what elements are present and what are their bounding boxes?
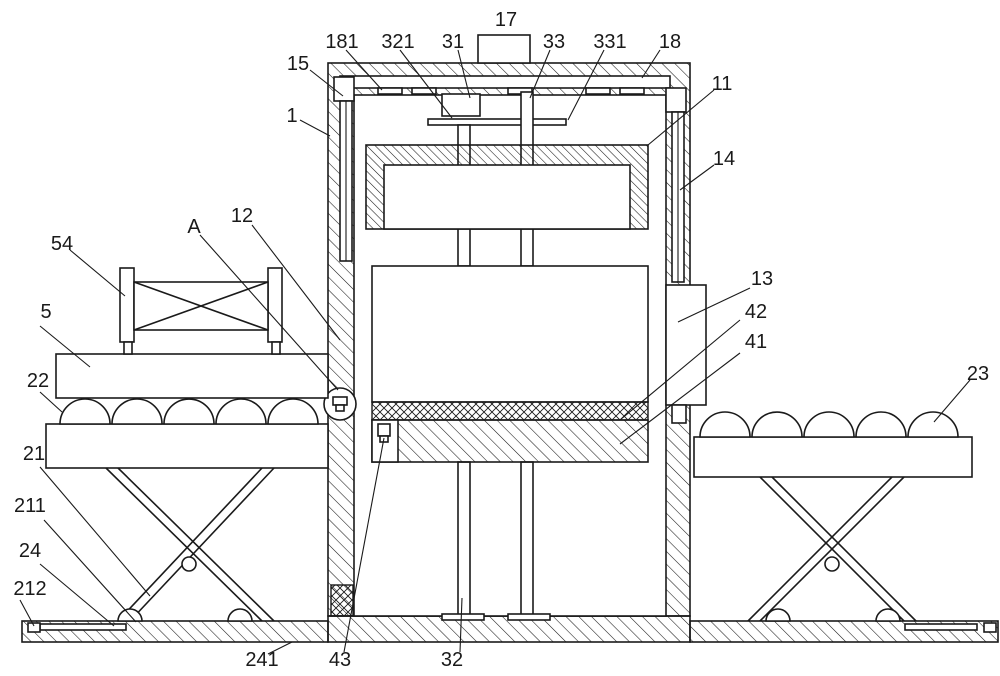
base-plate: [21, 615, 999, 643]
top-motor: [477, 34, 531, 64]
left-guide-rail: [333, 76, 355, 262]
label-14: 14: [713, 148, 735, 170]
left-rollers: [59, 398, 319, 425]
label-32: 32: [441, 649, 463, 671]
leader-lines: [19, 49, 971, 655]
press-assembly: [371, 265, 649, 463]
label-21: 21: [23, 443, 45, 465]
label-5: 5: [40, 301, 51, 323]
label-23: 23: [967, 363, 989, 385]
label-1: 1: [286, 105, 297, 127]
label-321: 321: [381, 31, 414, 53]
label-22: 22: [27, 370, 49, 392]
label-241: 241: [245, 649, 278, 671]
label-15: 15: [287, 53, 309, 75]
label-31: 31: [442, 31, 464, 53]
label-181: 181: [325, 31, 358, 53]
label-18: 18: [659, 31, 681, 53]
label-11: 11: [712, 73, 733, 95]
side-cylinder: [665, 284, 707, 424]
upper-mold: [365, 144, 649, 230]
top-slots: [377, 87, 645, 95]
left-platform: [55, 267, 329, 399]
label-212: 212: [13, 578, 46, 600]
detail-a: [323, 387, 357, 421]
label-211: 211: [14, 495, 46, 517]
label-42: 42: [745, 301, 767, 323]
label-331: 331: [593, 31, 626, 53]
labels: 17 181 321 31 33 331 18 15 11 1 14 12 A …: [13, 9, 989, 671]
label-A: A: [187, 216, 201, 238]
label-13: 13: [751, 268, 773, 290]
label-33: 33: [543, 31, 565, 53]
left-lift-table: [45, 398, 329, 622]
label-17: 17: [495, 9, 517, 31]
right-rollers: [699, 411, 959, 438]
label-41: 41: [745, 331, 767, 353]
label-54: 54: [51, 233, 73, 255]
right-guide-rail: [665, 87, 687, 283]
label-24: 24: [19, 540, 41, 562]
label-12: 12: [231, 205, 253, 227]
label-43: 43: [329, 649, 351, 671]
right-lift-table: [693, 411, 973, 622]
